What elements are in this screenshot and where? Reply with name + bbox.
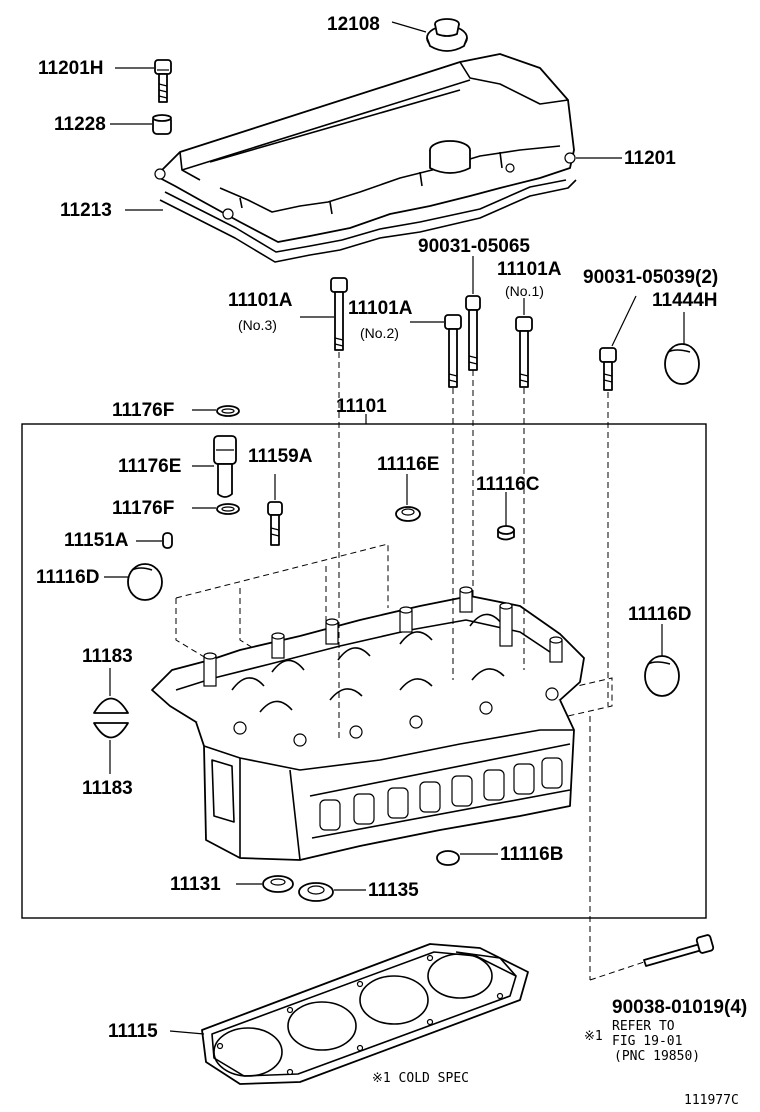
label-plug-c: 11116C bbox=[476, 474, 540, 495]
half-plug-top bbox=[93, 697, 129, 714]
label-head-bolt: 90038-01019(4) bbox=[612, 997, 747, 1018]
label-no3: (No.3) bbox=[238, 317, 277, 333]
label-ring-f-top: 11176F bbox=[112, 400, 174, 421]
plug-11116d-left bbox=[127, 563, 163, 601]
seal-11135 bbox=[298, 882, 334, 902]
label-plug-b: 11116B bbox=[500, 844, 563, 865]
straight-pin bbox=[162, 532, 173, 549]
label-half-top: 11183 bbox=[82, 646, 133, 667]
refer-text-1: REFER TO bbox=[612, 1019, 675, 1034]
label-no2: (No.2) bbox=[360, 325, 399, 341]
label-bolt-top: 11201H bbox=[38, 58, 104, 79]
cover-bolt bbox=[154, 59, 172, 103]
label-cover: 11201 bbox=[624, 148, 676, 169]
plug-11444h bbox=[664, 343, 700, 385]
grommet bbox=[152, 114, 172, 135]
bolt-90031-05065 bbox=[465, 295, 481, 371]
label-bolt-no2: 11101A bbox=[348, 298, 413, 319]
label-half-bottom: 11183 bbox=[82, 778, 133, 799]
refer-text-2: FIG 19-01 bbox=[612, 1034, 682, 1049]
label-pin: 11151A bbox=[64, 530, 129, 551]
cold-spec-note: ※1 COLD SPEC bbox=[372, 1071, 469, 1086]
label-sleeve: 11176E bbox=[118, 456, 181, 477]
plug-11116c bbox=[497, 525, 515, 541]
half-plug-bottom bbox=[93, 722, 129, 739]
label-grommet: 11228 bbox=[54, 114, 106, 135]
head-bolt-no1 bbox=[515, 316, 533, 388]
label-plug-d-right: 11116D bbox=[628, 604, 691, 625]
label-cap: 12108 bbox=[327, 14, 380, 35]
label-seal-131: 11131 bbox=[170, 874, 221, 895]
seal-11131 bbox=[262, 875, 294, 893]
cylinder-head bbox=[151, 543, 613, 861]
label-head-gasket: 11115 bbox=[108, 1021, 158, 1042]
label-pcv-bolt-a: 90031-05065 bbox=[418, 236, 530, 257]
o-ring-top bbox=[216, 405, 240, 417]
label-bolt-no3: 11101A bbox=[228, 290, 293, 311]
oil-filler-cap bbox=[426, 18, 468, 52]
label-plug-d-left: 11116D bbox=[36, 567, 99, 588]
label-no1: (No.1) bbox=[505, 283, 544, 299]
plug-11116b bbox=[436, 850, 460, 866]
label-seal-135: 11135 bbox=[368, 880, 419, 901]
plug-11116e bbox=[395, 506, 421, 522]
cylinder-head-frame bbox=[21, 423, 707, 919]
head-bolt-no2 bbox=[444, 314, 462, 388]
label-bolt-no1: 11101A bbox=[497, 259, 562, 280]
label-head: 11101 bbox=[336, 396, 387, 417]
label-plug-e: 11116E bbox=[377, 454, 439, 475]
cylinder-head-cover bbox=[154, 53, 577, 263]
label-stud: 11159A bbox=[248, 446, 313, 467]
figure-id: 111977C bbox=[684, 1093, 739, 1108]
label-ring-f-bottom: 11176F bbox=[112, 498, 174, 519]
refer-mark: ※1 bbox=[584, 1029, 603, 1044]
refer-text-3: (PNC 19850) bbox=[614, 1049, 700, 1064]
bolt-90031-05039 bbox=[599, 347, 617, 391]
o-ring-bottom bbox=[216, 503, 240, 515]
label-bolt-b: 90031-05039(2) bbox=[583, 267, 718, 288]
head-bolt-long bbox=[643, 934, 715, 967]
label-cover-gasket: 11213 bbox=[60, 200, 112, 221]
head-bolt-no3 bbox=[330, 277, 348, 351]
stud-bolt bbox=[267, 501, 283, 546]
label-plug-h: 11444H bbox=[652, 290, 718, 311]
spark-plug-tube bbox=[213, 435, 237, 498]
plug-11116d-right bbox=[644, 655, 680, 697]
cylinder-head-gasket bbox=[201, 943, 529, 1085]
